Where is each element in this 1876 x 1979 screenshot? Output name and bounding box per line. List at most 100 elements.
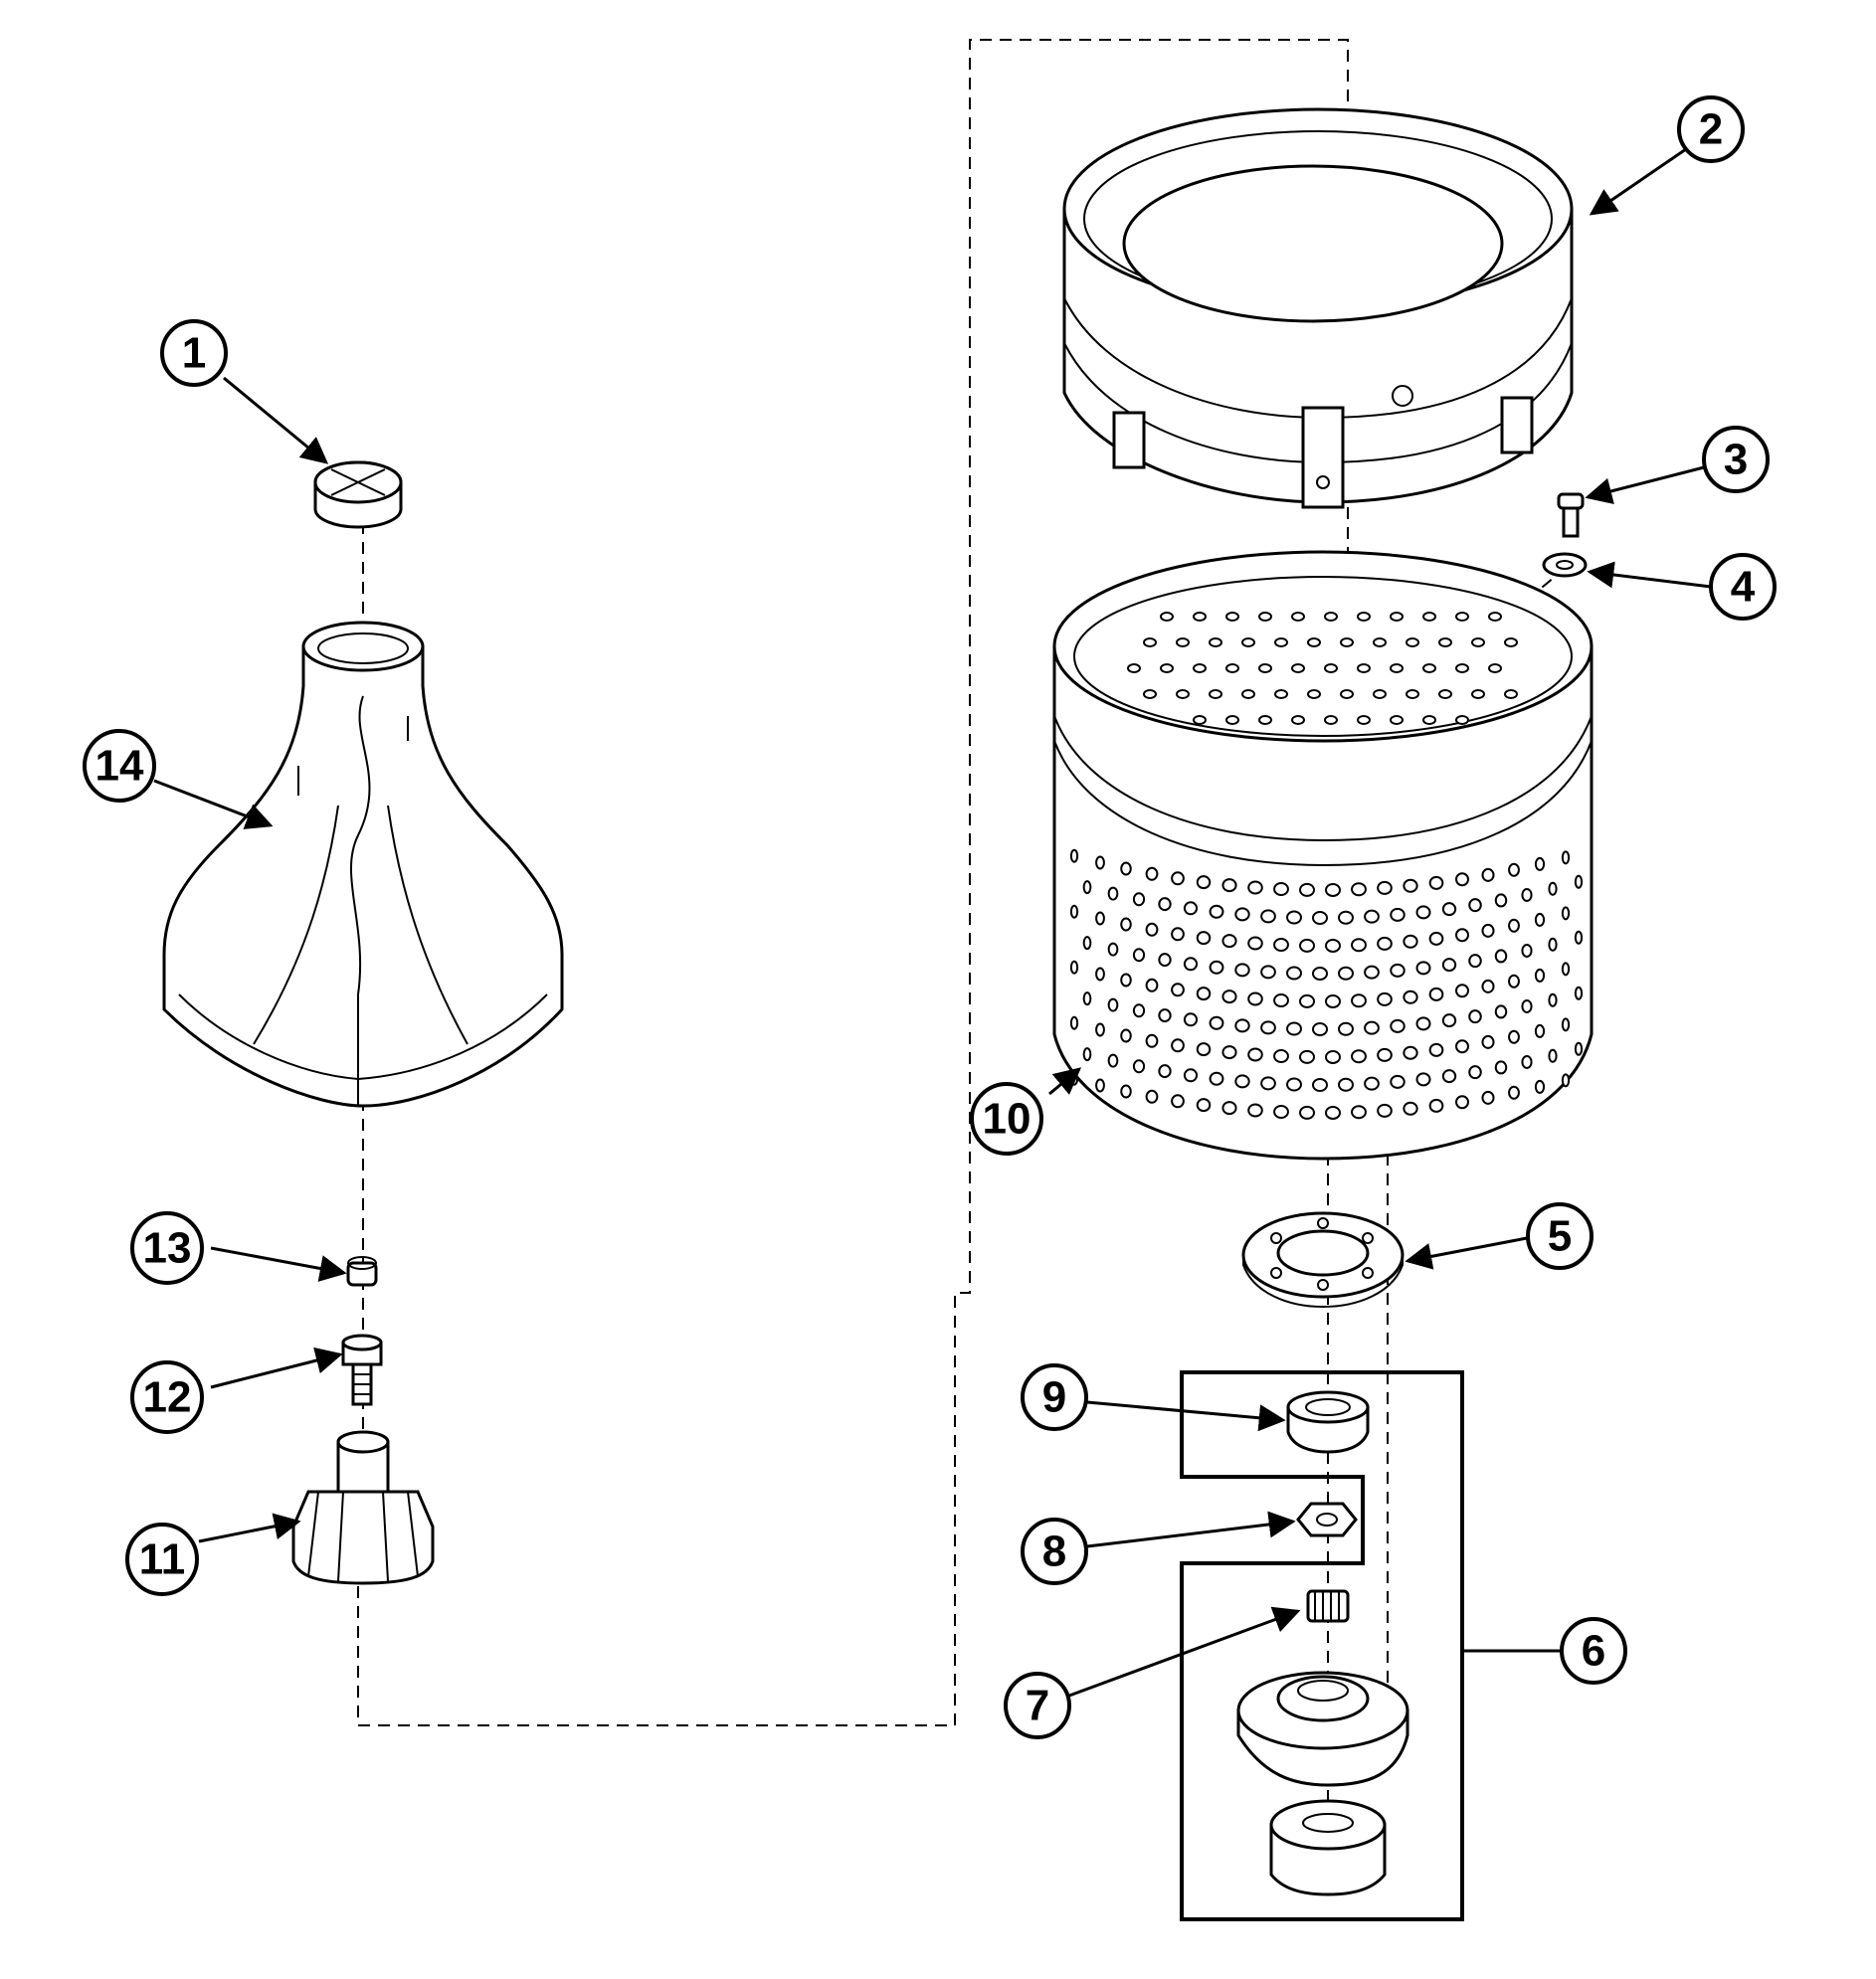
basket-hole [1438,637,1452,647]
basket-hole [1273,1105,1289,1120]
basket-hole [1455,984,1469,998]
basket-hole [1574,874,1584,889]
basket-hole [1377,991,1393,1006]
basket-hole [1504,689,1518,699]
basket-hole [1120,917,1132,932]
basket-hole [1534,856,1546,871]
basket-hole [1574,986,1584,1000]
basket-hole [1176,637,1190,647]
callout-9: 9 [1021,1363,1088,1431]
basket-hole [1351,1105,1367,1120]
basket-hole [1274,689,1288,699]
basket-hole [1225,715,1239,725]
basket-hole [1069,904,1079,919]
basket-hole [1481,979,1495,993]
basket-hole [1574,1041,1584,1056]
basket-hole [1221,1101,1237,1116]
basket-hole [1468,954,1482,969]
basket-hole [1160,663,1174,673]
callout-6: 6 [1560,1617,1627,1685]
basket-hole [1455,1039,1469,1054]
basket-hole [1548,992,1558,1007]
basket-perforations [1069,612,1584,1120]
basket-hole [1273,882,1289,897]
basket-hole [1221,1045,1237,1060]
callout-label: 10 [983,1095,1032,1144]
basket-hole [1390,963,1406,978]
basket-hole [1428,987,1444,1001]
part-hub-housing [1236,1671,1409,1787]
basket-hole [1338,966,1354,981]
basket-hole [1196,875,1212,890]
basket-hole [1247,936,1263,951]
basket-hole [1260,909,1276,924]
basket-hole [1286,1021,1302,1036]
basket-hole [1548,1048,1558,1063]
basket-hole [1132,1059,1146,1074]
basket-hole [1534,912,1546,927]
basket-hole [1403,1045,1418,1060]
basket-hole [1286,910,1302,925]
basket-hole [1299,993,1315,1008]
part-spin-basket [1052,550,1594,1161]
basket-hole [1286,1077,1302,1092]
basket-hole [1377,1103,1393,1118]
basket-hole [1160,612,1174,622]
basket-hole [1390,663,1404,673]
basket-hole [1196,1042,1212,1057]
basket-hole [1481,1034,1495,1049]
basket-hole [1291,715,1305,725]
basket-hole [1299,938,1315,953]
callout-13: 13 [130,1211,204,1285]
basket-hole [1196,931,1212,946]
basket-hole [1390,1018,1406,1033]
basket-hole [1171,927,1185,942]
basket-hole [1406,637,1419,647]
callout-label: 4 [1731,563,1756,612]
basket-hole [1471,689,1485,699]
basket-hole [1234,963,1250,978]
basket-hole [1403,878,1418,893]
basket-hole [1312,1021,1328,1036]
basket-hole [1441,1069,1457,1084]
basket-hole [1209,1071,1224,1086]
basket-hole [1325,993,1341,1008]
basket-hole [1107,1053,1119,1068]
callout-label: 3 [1724,436,1748,484]
basket-hole [1145,1089,1159,1104]
basket-hole [1120,973,1132,988]
basket-hole [1221,878,1237,893]
basket-hole [1415,1072,1431,1087]
part-agitator [162,621,564,1108]
basket-hole [1247,880,1263,895]
basket-hole [1171,1094,1185,1109]
basket-hole [1274,637,1288,647]
assembly-path [357,39,1349,1726]
basket-hole [1143,689,1157,699]
basket-hole [1158,1064,1172,1079]
basket-hole [1406,689,1419,699]
callout-label: 14 [95,742,144,791]
basket-hole [1082,936,1092,951]
basket-hole [1403,1101,1418,1116]
part-tub-ring [1062,107,1574,509]
basket-hole [1373,689,1387,699]
basket-hole [1441,1013,1457,1028]
basket-hole [1364,1020,1380,1035]
basket-hole [1145,866,1159,881]
basket-hole [1561,850,1571,865]
basket-hole [1325,1049,1341,1064]
basket-hole [1145,1033,1159,1048]
part-cap [313,460,403,529]
basket-hole [1324,612,1338,622]
basket-hole [1481,867,1495,882]
part-bearing [1306,1589,1350,1623]
basket-hole [1468,898,1482,913]
basket-hole [1508,1029,1520,1044]
basket-hole [1082,1047,1092,1062]
basket-hole [1299,1049,1315,1064]
basket-hole [1338,1021,1354,1036]
basket-hole [1481,1090,1495,1105]
basket-hole [1069,1015,1079,1030]
